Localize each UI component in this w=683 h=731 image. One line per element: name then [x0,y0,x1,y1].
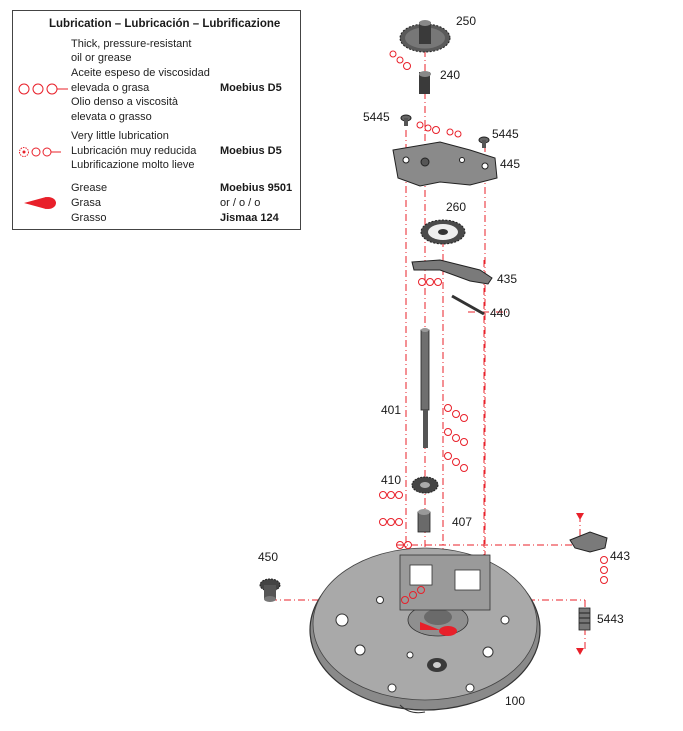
wheel-250 [399,20,451,53]
bridge-445 [392,141,498,187]
main-plate-100 [309,547,541,714]
part-label-250: 250 [456,14,477,28]
grease-product-2: Jismaa 124 [220,212,279,224]
oil-drops-small-icon [19,147,61,157]
grease-product: Moebius 9501 [220,182,293,194]
part-label-445: 445 [500,157,521,171]
wheel-260 [420,219,466,245]
part-label-5443: 5443 [597,612,624,626]
little-lub-line-1: Very little lubrication [71,130,169,142]
part-label-401: 401 [381,403,402,417]
grease-line-1: Grease [71,182,108,194]
thick-oil-line-5: Olio denso a viscosità [71,96,178,108]
part-label-240: 240 [440,68,461,82]
part-label-5445-right: 5445 [492,127,519,141]
part-label-100: 100 [505,694,526,708]
stem-401 [420,328,430,448]
grease-drop-icon [24,197,56,209]
part-label-450: 450 [258,550,279,564]
legend-title: Lubrication – Lubricación – Lubrificazio… [49,18,281,30]
thick-oil-line-2: oil or grease [71,52,132,64]
part-label-407: 407 [452,515,473,529]
oil-drops-large-icon [18,83,68,95]
screw-5445-left [400,114,412,126]
grease-line-2: Grasa [71,197,101,209]
part-label-260: 260 [446,200,467,214]
little-lub-line-2: Lubricación muy reducida [71,145,197,157]
grease-or-text: or / o / o [220,197,261,209]
pinion-410 [411,476,439,494]
pin-440 [451,294,485,316]
part-label-5445-left: 5445 [363,110,390,124]
thick-oil-line-3: Aceite espeso de viscosidad [71,67,210,79]
screw-5445-right [478,136,490,148]
pinion-240 [419,71,431,94]
thick-oil-product: Moebius D5 [220,82,282,94]
grease-line-3: Grasso [71,212,107,224]
lever-435 [411,259,493,285]
grease-markers [420,513,584,655]
little-lub-product: Moebius D5 [220,145,282,157]
lubrication-markers [379,50,608,604]
thick-oil-line-1: Thick, pressure-resistant [71,38,192,50]
pinion-407 [417,509,431,533]
wheel-450 [259,578,281,602]
part-label-410: 410 [381,473,402,487]
part-label-435: 435 [497,272,518,286]
thick-oil-line-6: elevata o grasso [71,111,152,123]
little-lub-line-3: Lubrificazione molto lieve [71,159,195,171]
part-label-440: 440 [490,306,511,320]
lubrication-legend: Lubrication – Lubricación – Lubrificazio… [12,10,301,230]
spring-5443 [578,607,591,631]
part-label-443: 443 [610,549,631,563]
thick-oil-line-4: elevada o grasa [71,82,150,94]
spring-443 [569,531,608,553]
